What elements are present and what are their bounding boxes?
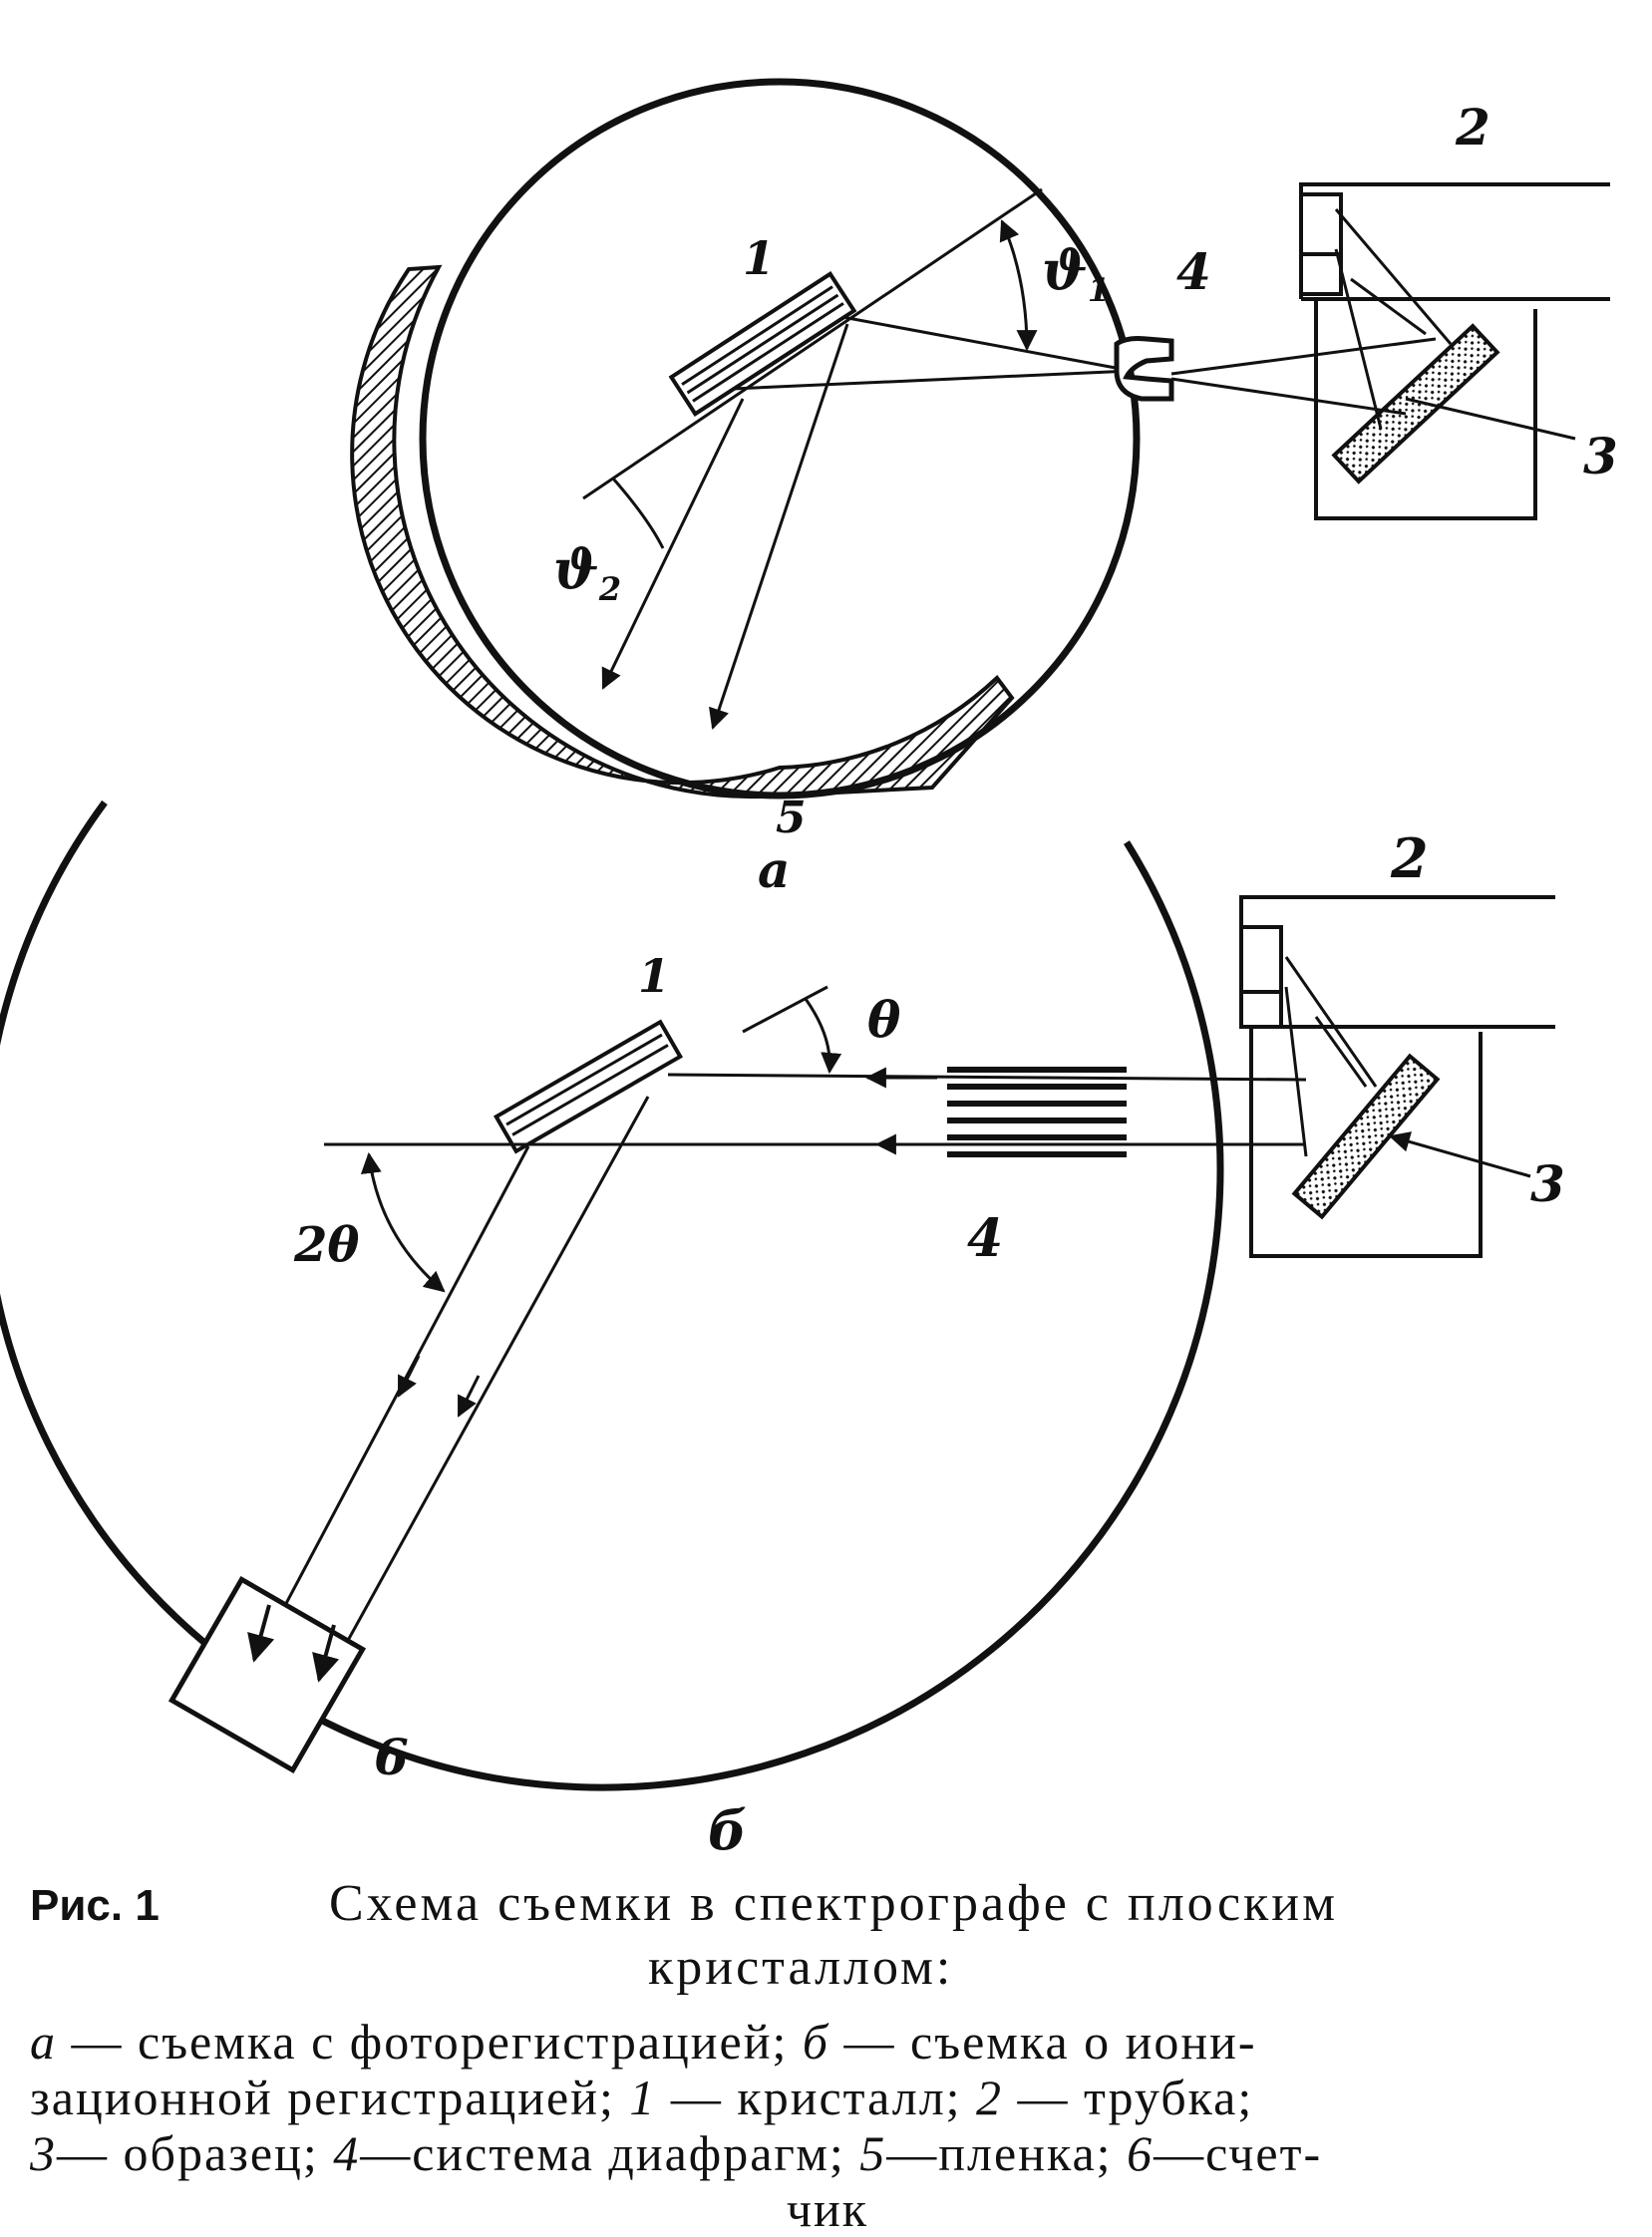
label-diaphragm-a: 4 [1176, 242, 1211, 301]
label-film: 5 [776, 793, 807, 843]
ray-a-1 [841, 315, 1133, 373]
theta2-arc [611, 478, 665, 549]
panel-b-letter: б [708, 1798, 747, 1854]
sample-a [1331, 323, 1500, 484]
label-diaphragm-b: 4 [967, 1208, 1003, 1269]
label-crystal-b: 1 [638, 949, 670, 1003]
diffracted-arrow-b-2 [457, 1375, 481, 1418]
theta1-arc [999, 219, 1038, 352]
label-counter: 6 [374, 1728, 409, 1786]
crystal-plane-line-b [742, 985, 828, 1034]
label-tube-b: 2 [1390, 826, 1429, 890]
crystal-plane-line-a [582, 187, 1043, 500]
label-theta: θ [867, 990, 901, 1049]
tube-ray-a-3 [1350, 277, 1427, 336]
two-theta-arc [360, 1151, 446, 1293]
label-tube-a: 2 [1455, 98, 1490, 157]
film-strip [350, 264, 1015, 799]
panel-a-letter: a [758, 840, 790, 899]
diffracted-ray-a-2 [709, 323, 849, 730]
figure-caption-title: Рис. 1 Схема съемки в спектрографе с пло… [30, 1872, 1625, 1996]
counter-arrow-1 [247, 1604, 275, 1663]
label-theta2: ϑ2 [553, 537, 621, 608]
figure-number: Рис. 1 [30, 1881, 160, 1930]
tube-ray-b-2 [1284, 986, 1308, 1157]
tube-housing-b [1239, 895, 1555, 1258]
theta-arc [804, 998, 842, 1075]
soller-slits-b [947, 1067, 1127, 1157]
tube-ray-a-1 [1334, 208, 1453, 345]
focusing-circle-b [0, 799, 1224, 1791]
diffracted-arrow-b-1 [397, 1355, 421, 1398]
label-two-theta: 2θ [293, 1217, 359, 1273]
diffracted-ray-b-1 [262, 1145, 530, 1647]
label-sample-a: 3 [1583, 427, 1618, 485]
caption-title-continuation: кристаллом: [648, 1939, 954, 1996]
legend-line-4: чик [786, 2181, 869, 2237]
caption-title-text: Схема съемки в спектрографе с плоским [329, 1875, 1339, 1932]
tube-ray-b-3 [1314, 1016, 1368, 1088]
diffracted-ray-b-2 [327, 1096, 650, 1677]
tube-housing-a [1299, 182, 1610, 520]
crystal-b [493, 1019, 684, 1154]
label-sample-b: 3 [1530, 1154, 1565, 1213]
counter-b [167, 1575, 367, 1774]
diffracted-ray-a-1 [601, 398, 745, 690]
legend-line-1: а — съемка с фоторегистрацией; б — съемк… [30, 2014, 1257, 2070]
tube-ray-b-1 [1284, 956, 1378, 1088]
panel-a [350, 78, 1610, 799]
tube-ray-a-5 [1170, 377, 1407, 416]
label-crystal-a: 1 [743, 231, 775, 285]
focusing-circle-a [419, 78, 1141, 799]
legend-line-2: зационной регистрацией; 1 — кристалл; 2 … [30, 2070, 1254, 2125]
incident-ray-b-1 [667, 1073, 1307, 1082]
tube-ray-a-4 [1170, 337, 1437, 376]
xray-spectrograph-diagram: 1 2 4 3 ϑ1 ϑ2 5 a [0, 78, 1618, 1854]
figure-legend: а — съемка с фоторегистрацией; б — съемк… [30, 2014, 1625, 2237]
panel-b-labels: 1 2 θ 2θ 4 3 6 б [293, 826, 1565, 1854]
crystal-a [668, 271, 857, 417]
sample-b [1291, 1053, 1441, 1220]
ray-a-2 [732, 369, 1133, 391]
panel-a-labels: 1 2 4 3 ϑ1 ϑ2 5 a [553, 98, 1618, 899]
counter-arrow-2 [312, 1624, 340, 1683]
label-theta1: ϑ1 [1042, 238, 1110, 309]
tube-ray-a-2 [1334, 248, 1383, 430]
panel-b [0, 799, 1555, 1791]
legend-line-3: 3— образец; 4—система диафрагм; 5—пленка… [30, 2125, 1323, 2181]
diaphragm-a [1114, 336, 1174, 402]
tube-ray-b-4 [1388, 1131, 1531, 1178]
